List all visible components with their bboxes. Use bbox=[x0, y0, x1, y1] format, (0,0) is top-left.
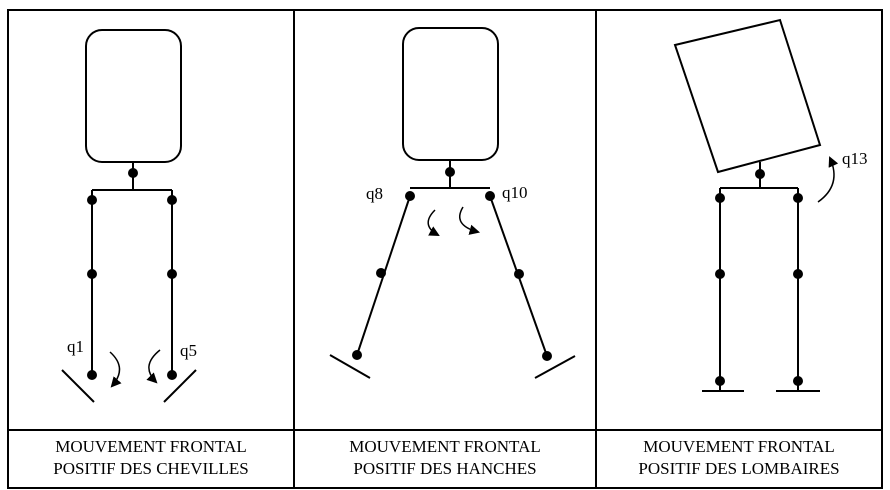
q13-rotation-arrow-icon bbox=[817, 156, 839, 203]
left-ankle-joint bbox=[715, 376, 725, 386]
left-hip-joint bbox=[715, 193, 725, 203]
left-hip-joint bbox=[405, 191, 415, 201]
right-ankle-joint bbox=[167, 370, 177, 380]
left-knee-joint bbox=[376, 268, 386, 278]
joint-label-q5: q5 bbox=[180, 341, 197, 360]
figure-frame bbox=[7, 9, 883, 489]
right-knee-joint bbox=[793, 269, 803, 279]
outer-border bbox=[7, 9, 883, 489]
left-hip-joint bbox=[87, 195, 97, 205]
left-knee-joint bbox=[87, 269, 97, 279]
spine-joint bbox=[445, 167, 455, 177]
left-ankle-joint bbox=[87, 370, 97, 380]
right-foot bbox=[163, 369, 197, 403]
caption-hips-line1: MOUVEMENT FRONTAL bbox=[349, 437, 540, 456]
spine-joint bbox=[128, 168, 138, 178]
joint-label-q13: q13 bbox=[842, 149, 868, 168]
robot-torso-tilted bbox=[673, 18, 822, 174]
robot-torso bbox=[402, 27, 499, 161]
left-knee-joint bbox=[715, 269, 725, 279]
caption-ankles-line1: MOUVEMENT FRONTAL bbox=[55, 437, 246, 456]
right-hip-joint bbox=[485, 191, 495, 201]
right-ankle-joint bbox=[793, 376, 803, 386]
q1-rotation-arrow-icon bbox=[109, 351, 122, 388]
left-foot bbox=[329, 354, 371, 379]
joint-label-q10: q10 bbox=[502, 183, 528, 202]
panel-lumbar: q13 bbox=[673, 18, 868, 392]
left-ankle-joint bbox=[352, 350, 362, 360]
caption-ankles-line2: POSITIF DES CHEVILLES bbox=[53, 459, 249, 478]
right-foot bbox=[534, 355, 576, 379]
right-knee-joint bbox=[167, 269, 177, 279]
caption-hips-line2: POSITIF DES HANCHES bbox=[353, 459, 536, 478]
robot-torso bbox=[85, 29, 182, 163]
caption-lumbar-line2: POSITIF DES LOMBAIRES bbox=[638, 459, 839, 478]
spine-joint bbox=[755, 169, 765, 179]
panel-ankles: q1 q5 bbox=[61, 29, 197, 403]
right-ankle-joint bbox=[542, 351, 552, 361]
q10-rotation-arrow-icon bbox=[459, 206, 481, 235]
right-knee-joint bbox=[514, 269, 524, 279]
q8-rotation-arrow-icon bbox=[427, 209, 440, 237]
q5-rotation-arrow-icon bbox=[146, 349, 161, 384]
left-foot bbox=[61, 369, 95, 403]
joint-label-q8: q8 bbox=[366, 184, 383, 203]
captions: MOUVEMENT FRONTAL POSITIF DES CHEVILLES … bbox=[53, 437, 839, 478]
caption-lumbar-line1: MOUVEMENT FRONTAL bbox=[643, 437, 834, 456]
right-hip-joint bbox=[167, 195, 177, 205]
joint-label-q1: q1 bbox=[67, 337, 84, 356]
right-hip-joint bbox=[793, 193, 803, 203]
panel-hips: q8 q10 bbox=[329, 27, 576, 379]
